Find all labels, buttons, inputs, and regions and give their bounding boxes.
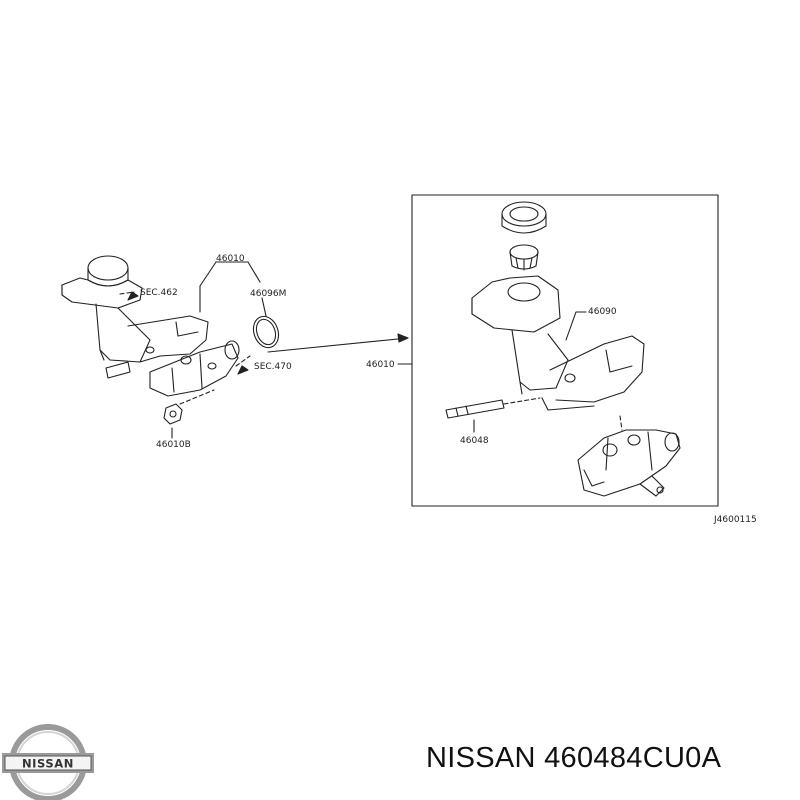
label-46090: 46090 <box>588 307 617 317</box>
label-46048: 46048 <box>460 436 489 446</box>
diagram-code: J4600115 <box>713 515 757 525</box>
nissan-logo-icon: NISSAN <box>2 724 94 800</box>
callout-arrow <box>267 337 409 353</box>
detail-box <box>411 194 719 507</box>
right-master-cylinder-detail <box>397 201 681 497</box>
label-sec462: SEC.462 <box>140 288 178 298</box>
arrow-head-icon <box>397 333 409 343</box>
label-46010-left: 46010 <box>216 254 245 264</box>
part-number-caption: NISSAN 460484CU0A <box>426 742 722 774</box>
label-46010b: 46010B <box>156 440 191 450</box>
label-46010-right: 46010 <box>366 360 395 370</box>
left-master-cylinder-assembly <box>61 255 280 439</box>
label-sec470: SEC.470 <box>254 362 292 372</box>
logo-wordmark: NISSAN <box>22 757 74 771</box>
label-46096m: 46096M <box>250 289 286 299</box>
